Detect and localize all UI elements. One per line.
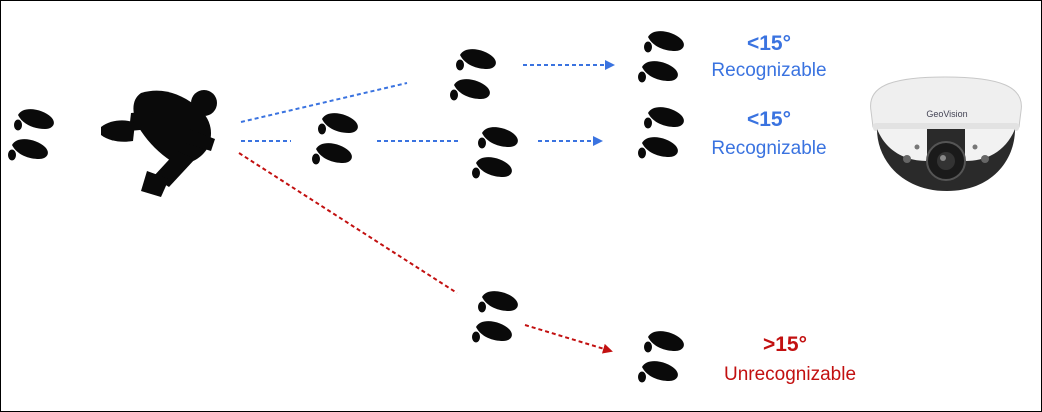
- dome-camera-icon: GeoVision: [870, 76, 1022, 191]
- path-line-upper: [240, 82, 408, 123]
- status-label-3: Unrecognizable: [723, 364, 857, 385]
- footprints-icon: [638, 31, 684, 83]
- angle-label-2: <15°: [746, 108, 792, 131]
- footprints-icon: [8, 109, 54, 161]
- footprints-icon: [638, 331, 684, 383]
- status-label-1: Recognizable: [711, 60, 827, 81]
- status-label-2: Recognizable: [711, 138, 827, 159]
- arrow-lower: [524, 324, 613, 354]
- footprints-icon: [638, 107, 684, 159]
- walking-person-icon: [101, 90, 217, 197]
- angle-label-1: <15°: [746, 32, 792, 55]
- footprints-icon: [312, 113, 358, 165]
- footprints-icon: [450, 49, 496, 101]
- footprints-icon: [472, 291, 518, 343]
- footprints-icon: [472, 127, 518, 179]
- angle-label-3: >15°: [762, 333, 808, 356]
- svg-text:GeoVision: GeoVision: [926, 109, 967, 119]
- path-line-lower: [238, 152, 458, 294]
